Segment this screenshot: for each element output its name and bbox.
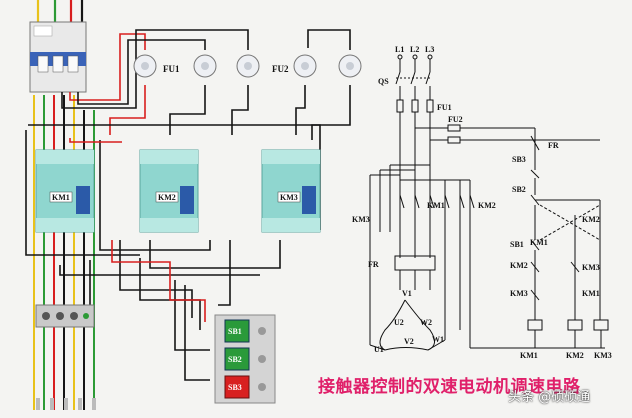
contactor-km1-label: KM1	[52, 193, 70, 202]
button-sb3-label: SB3	[228, 383, 242, 392]
fr-ctrl-label: FR	[548, 141, 559, 150]
contactor-km3-label: KM3	[280, 193, 298, 202]
diagram-caption: 接触器控制的双速电动机调速电路	[318, 377, 581, 397]
winding-w2-label: W2	[420, 318, 432, 327]
button-sb2-label: SB2	[228, 355, 242, 364]
wiring-photo: FU1 FU2	[25, 0, 362, 410]
sb1-label: SB1	[510, 240, 524, 249]
winding-u2-label: U2	[394, 318, 404, 327]
winding-u1-label: U1	[374, 345, 384, 354]
thermal-relay	[35, 304, 95, 328]
km3-interlock-left-label: KM3	[510, 289, 528, 298]
breaker-to-fuse-wires	[61, 29, 351, 140]
km3-main-label: KM3	[352, 215, 370, 224]
km1-interlock-label: KM1	[530, 238, 548, 247]
sb2-label: SB2	[512, 185, 526, 194]
coil-km3-label: KM3	[594, 351, 612, 360]
red-control-wires	[69, 138, 206, 322]
fu1-label: FU1	[437, 103, 452, 112]
switch-qs-label: QS	[378, 77, 389, 86]
coil-km2-label: KM2	[566, 351, 584, 360]
circuit-breaker	[29, 21, 87, 93]
contactor-km2-label: KM2	[158, 193, 176, 202]
button-sb1-label: SB1	[228, 327, 242, 336]
winding-v2-label: V2	[404, 337, 414, 346]
winding-v1-label: V1	[402, 289, 412, 298]
km2-interlock-left-label: KM2	[510, 261, 528, 270]
phase-l1-label: L1	[395, 45, 404, 54]
fuse-group-left: FU1	[133, 54, 217, 78]
schematic: L1 L2 L3 QS FU1 FU2 KM3 KM1 KM2	[352, 45, 612, 360]
km1-main-label: KM1	[427, 201, 445, 210]
phase-l3-label: L3	[425, 45, 434, 54]
km1-interlock-right-label: KM1	[582, 289, 600, 298]
fuse-group-right: FU2	[236, 54, 362, 78]
km2-main-label: KM2	[478, 201, 496, 210]
contactor-km3: KM3	[261, 149, 321, 233]
km3-interlock-right-label: KM3	[582, 263, 600, 272]
sb3-label: SB3	[512, 155, 526, 164]
fuse-right-label: FU2	[272, 64, 289, 74]
fr-label: FR	[368, 260, 379, 269]
watermark: 头条 @硕硕通	[508, 390, 591, 405]
phase-l2-label: L2	[410, 45, 419, 54]
top-wires	[36, 0, 84, 22]
fu2-label: FU2	[448, 115, 463, 124]
fuse-left-label: FU1	[163, 64, 180, 74]
contactor-km2: KM2	[139, 149, 199, 233]
button-box: SB1 SB2 SB3	[214, 314, 276, 404]
coil-km1-label: KM1	[520, 351, 538, 360]
winding-w1-label: W1	[432, 335, 444, 344]
contactor-km1: KM1	[35, 149, 95, 233]
terminal-pins	[36, 398, 96, 410]
km2-interlock-right-label: KM2	[582, 215, 600, 224]
